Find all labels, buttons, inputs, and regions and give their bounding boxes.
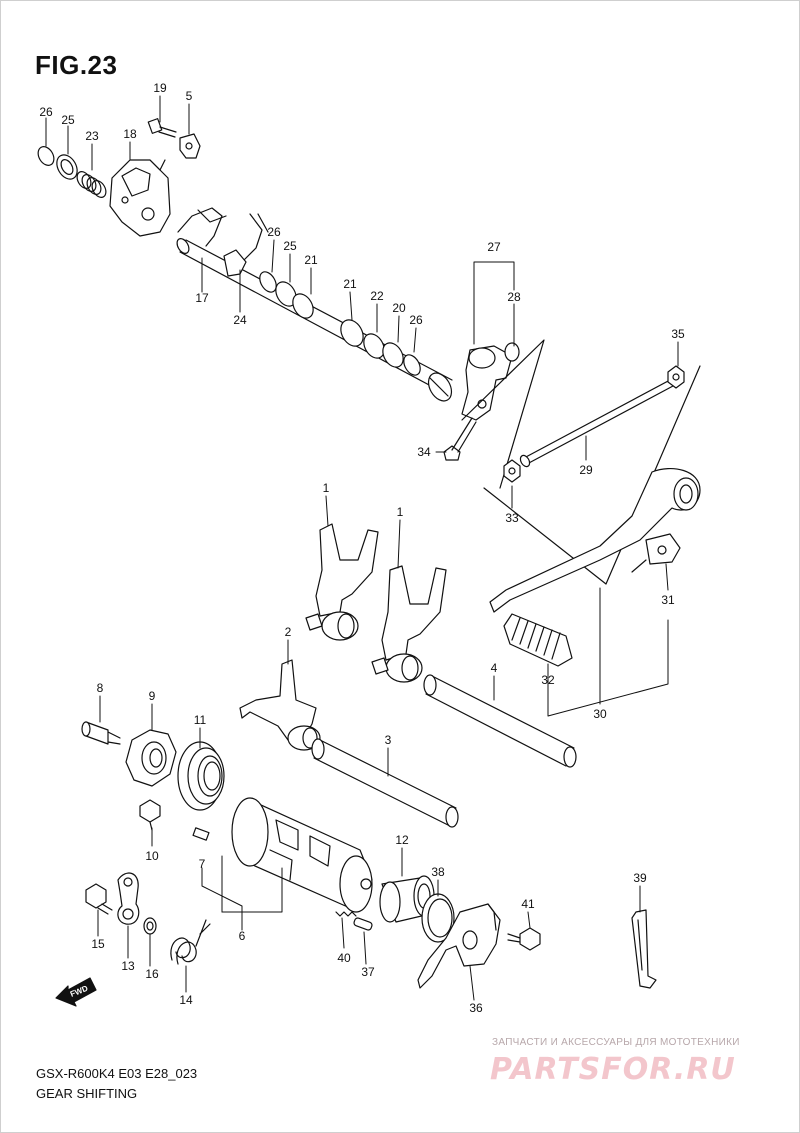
panel-outline-27: [461, 339, 545, 489]
callout-28: 28: [507, 290, 521, 304]
callout-18: 18: [123, 127, 137, 141]
callout-4: 4: [491, 661, 498, 675]
callout-23: 23: [85, 129, 99, 143]
shift-plate-18: [109, 159, 171, 237]
callout-19: 19: [153, 81, 167, 95]
washer-16: [143, 917, 157, 935]
shaft-rings: [259, 271, 421, 376]
callout-17: 17: [195, 291, 209, 305]
callout-34: 34: [417, 445, 431, 459]
stopper-5: [179, 133, 201, 159]
shift-fork-1-left: [305, 523, 379, 641]
callout-2: 2: [285, 625, 292, 639]
section-name: GEAR SHIFTING: [36, 1086, 138, 1101]
callout-36: 36: [469, 1001, 483, 1015]
callout-40: 40: [337, 951, 351, 965]
pin-37: [353, 917, 373, 931]
nut-35: [667, 365, 685, 389]
callout-5: 5: [186, 89, 193, 103]
callout-38: 38: [431, 865, 445, 879]
callout-32: 32: [541, 673, 555, 687]
callout-35: 35: [671, 327, 685, 341]
bolt-34: [443, 417, 477, 461]
callout-labels: 26 25 23 18 19 5 17 24 26 25 21 21 22 20…: [39, 81, 685, 1015]
cam-stopper-13: [117, 872, 140, 925]
callout-14: 14: [179, 993, 193, 1007]
circlip-26-upper: [37, 146, 55, 166]
washer-25-upper: [56, 154, 78, 180]
callout-26b: 26: [267, 225, 281, 239]
shift-arm-27: [461, 342, 520, 421]
fork-shaft-4: [423, 674, 577, 768]
callout-30: 30: [593, 707, 607, 721]
callout-6: 6: [239, 929, 246, 943]
fork-shaft-3: [311, 738, 459, 828]
callout-37: 37: [361, 965, 375, 979]
shift-shaft-24: [176, 207, 453, 402]
shift-drum-6: [231, 797, 373, 913]
callout-24: 24: [233, 313, 247, 327]
model-code: GSX-R600K4 E03 E28_023: [36, 1066, 198, 1081]
clip-39: [631, 909, 657, 989]
callout-27: 27: [487, 240, 501, 254]
callout-7: 7: [199, 857, 206, 871]
callout-21a: 21: [304, 253, 318, 267]
callout-3: 3: [385, 733, 392, 747]
callout-25b: 25: [283, 239, 297, 253]
callout-33: 33: [505, 511, 519, 525]
bolt-15: [85, 883, 113, 915]
footpeg-rubber-32: [503, 613, 573, 667]
bolt-10: [139, 799, 161, 831]
callout-10: 10: [145, 849, 159, 863]
callout-21b: 21: [343, 277, 357, 291]
rod-end-31: [631, 533, 681, 573]
watermark-logo: PARTSFOR.RU: [490, 1052, 736, 1087]
gearshift-lever-30: [483, 365, 701, 613]
callout-26c: 26: [409, 313, 423, 327]
shift-fork-1-right: [371, 565, 447, 683]
callout-41: 41: [521, 897, 535, 911]
pin-8: [81, 721, 121, 745]
bearing-12: [379, 875, 435, 923]
callout-25a: 25: [61, 113, 75, 127]
spring-40: [335, 911, 357, 917]
callout-13: 13: [121, 959, 135, 973]
callout-8: 8: [97, 681, 104, 695]
callout-1a: 1: [323, 481, 330, 495]
callout-31: 31: [661, 593, 675, 607]
shift-fork-2: [239, 659, 321, 751]
gear-shift-cam-9: [125, 729, 177, 787]
callout-1b: 1: [397, 505, 404, 519]
pin-7: [192, 827, 210, 841]
fwd-arrow-icon: FWD: [55, 977, 97, 1007]
watermark-tagline: ЗАПЧАСТИ И АКСЕССУАРЫ ДЛЯ МОТОТЕХНИКИ: [492, 1037, 740, 1048]
shift-rod-29: [519, 379, 674, 468]
callout-11: 11: [194, 713, 207, 727]
nut-33: [503, 459, 521, 483]
bolt-19: [147, 118, 177, 138]
bolt-41: [507, 927, 541, 951]
leader-lines: [45, 95, 679, 1001]
callout-26a: 26: [39, 105, 53, 119]
callout-9: 9: [149, 689, 156, 703]
callout-29: 29: [579, 463, 593, 477]
callout-12: 12: [395, 833, 409, 847]
bearing-11: [177, 741, 225, 811]
callout-22: 22: [370, 289, 384, 303]
callout-39: 39: [633, 871, 647, 885]
gear-shift-arm-36: [417, 903, 501, 989]
callout-16: 16: [145, 967, 159, 981]
callout-15: 15: [91, 937, 105, 951]
callout-20: 20: [392, 301, 406, 315]
figure-title: FIG.23: [35, 50, 118, 80]
spring-23: [76, 171, 107, 198]
spring-14: [170, 919, 211, 965]
